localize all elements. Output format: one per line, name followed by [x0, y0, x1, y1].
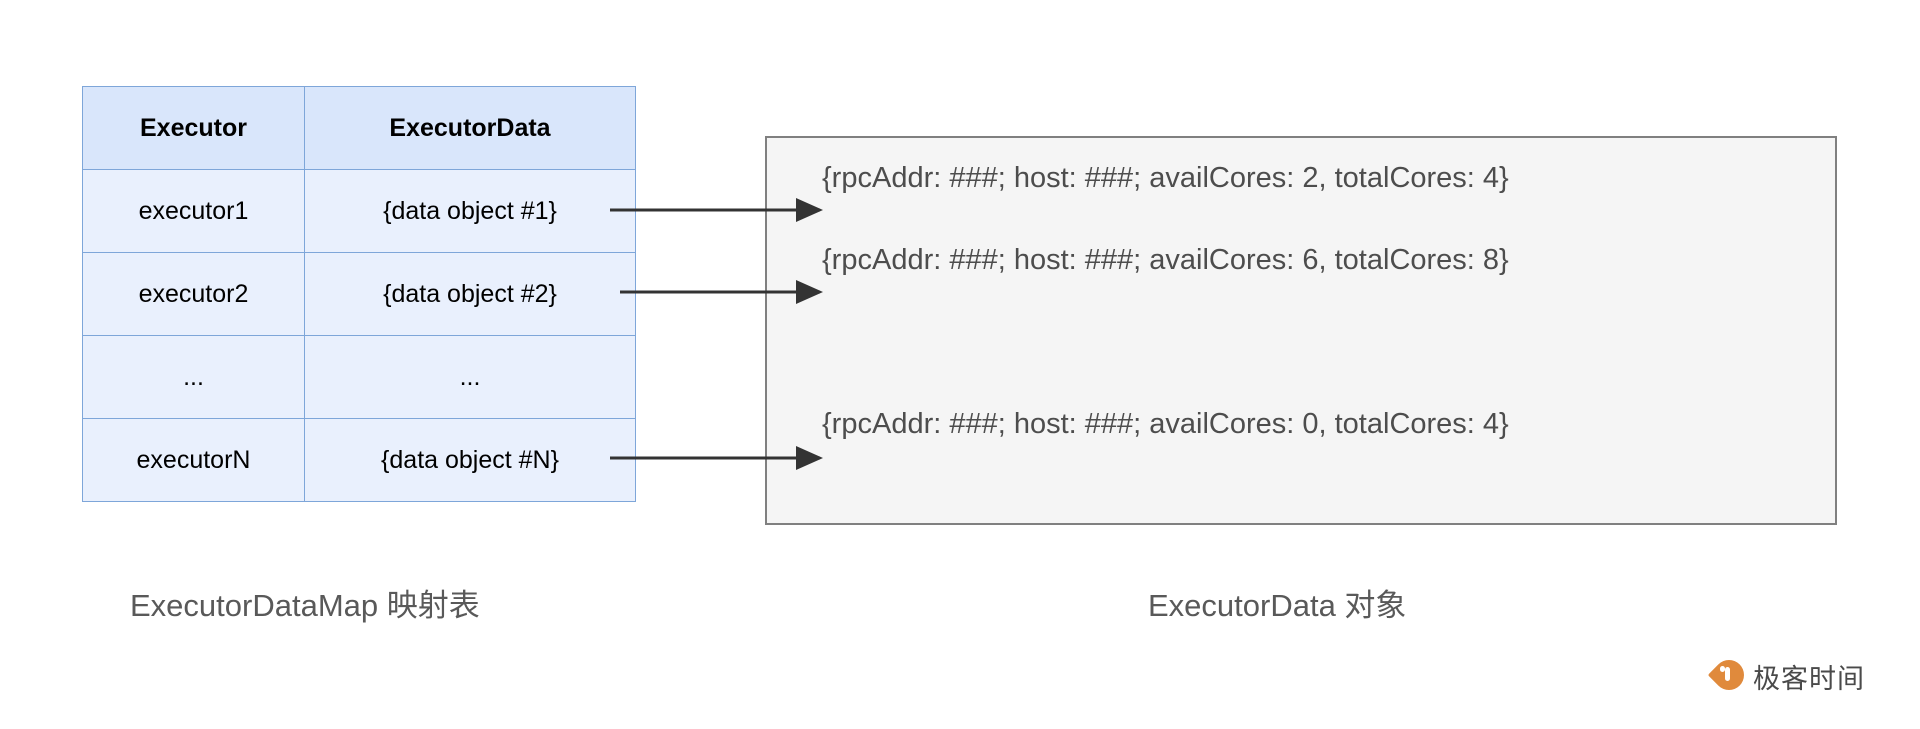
location-pin-icon — [1707, 653, 1751, 696]
column-header-executordata: ExecutorData — [304, 86, 636, 170]
data-object-line: {rpcAddr: ###; host: ###; availCores: 0,… — [822, 408, 1509, 440]
cell-executor-value: {data object #N} — [304, 418, 636, 502]
cell-executor-key: executorN — [82, 418, 305, 502]
table-row: executor1 {data object #1} — [82, 169, 636, 253]
table-row: executor2 {data object #2} — [82, 252, 636, 336]
table-row: ... ... — [82, 335, 636, 419]
cell-executor-value: ... — [304, 335, 636, 419]
data-object-line: {rpcAddr: ###; host: ###; availCores: 2,… — [822, 162, 1509, 194]
table-header-row: Executor ExecutorData — [82, 86, 636, 170]
executor-data-panel: {rpcAddr: ###; host: ###; availCores: 2,… — [765, 136, 1837, 525]
cell-executor-key: executor1 — [82, 169, 305, 253]
column-header-executor: Executor — [82, 86, 305, 170]
brand-logo: 极客时间 — [1707, 653, 1865, 696]
cell-executor-key: executor2 — [82, 252, 305, 336]
table-row: executorN {data object #N} — [82, 418, 636, 502]
caption-executor-data-map: ExecutorDataMap 映射表 — [130, 588, 480, 623]
brand-name: 极客时间 — [1753, 664, 1865, 695]
cell-executor-key: ... — [82, 335, 305, 419]
data-object-line: {rpcAddr: ###; host: ###; availCores: 6,… — [822, 244, 1509, 276]
cell-executor-value: {data object #1} — [304, 169, 636, 253]
caption-executor-data: ExecutorData 对象 — [1148, 588, 1407, 623]
executor-data-map-table: Executor ExecutorData executor1 {data ob… — [82, 86, 636, 502]
cell-executor-value: {data object #2} — [304, 252, 636, 336]
